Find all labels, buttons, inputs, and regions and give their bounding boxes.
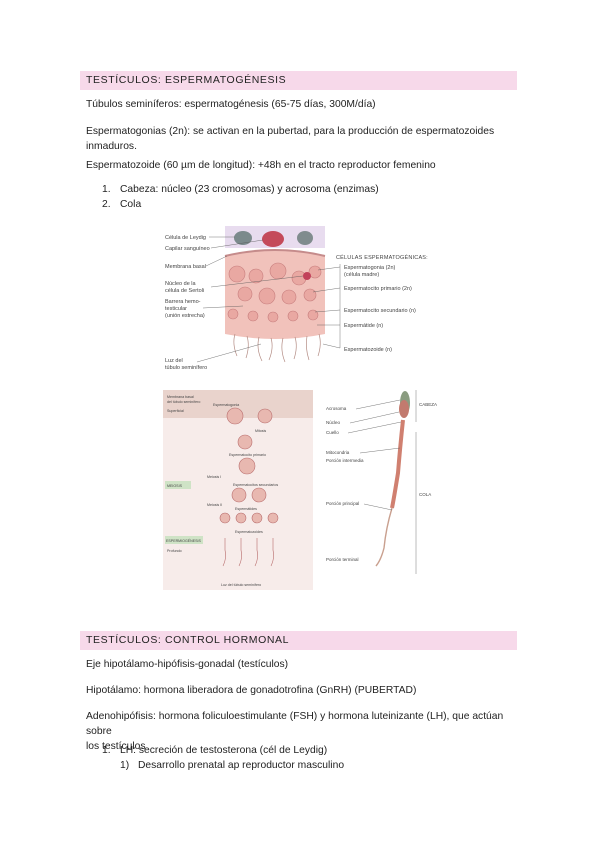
label-cola: COLA [419,492,431,497]
paragraph-hipotalamo: Hipotálamo: hormona liberadora de gonado… [86,685,417,696]
sperm-tails [233,333,321,363]
label-celulas-title: CÉLULAS ESPERMATOGÉNICAS: [336,254,428,261]
label-esp-primario: Espermatocito primario (2n) [344,286,412,292]
list-number: 1. [102,745,111,756]
label-espermiogenesis: ESPERMIOGÉNESIS [166,538,202,543]
label-sertoli: célula de Sertoli [165,288,204,294]
paragraph-line: los testículos [86,741,146,752]
label-meiosis-2: Meiosis II [207,503,222,507]
label-porcion-terminal: Porción terminal [326,557,359,562]
label-porcion-intermedia: Porción intermedia [326,458,364,463]
spermatozoon-diagram: Acrosoma Núcleo Cuello Mitocondria Porci… [326,390,437,574]
label-superficial: Superficial [167,409,184,413]
cells [219,407,279,524]
label-nucleo: Núcleo [326,420,341,425]
spermatogenesis-sequence-diagram: Membrana basal del túbulo seminífero Sup… [163,390,313,590]
list-number: 1. [102,184,111,195]
label-celula-madre: (célula madre) [344,272,379,278]
seminiferous-tubule-diagram: Célula de Leydig Capilar sanguíneo Membr… [165,226,428,371]
list-text: Desarrollo prenatal ap reproductor mascu… [138,760,345,771]
label-meiosis-1: Meiosis I [207,475,221,479]
leader-lines-right [312,266,341,349]
list-text: LH: secreción de testosterona (cél de Le… [120,745,328,756]
paragraph-eje: Eje hipotálamo-hipófisis-gonadal (testíc… [86,659,289,670]
label-leydig: Célula de Leydig [165,235,206,241]
label-esp-secundarios: Espermatocitos secundarios [233,483,278,487]
label-testicular: testicular [165,306,187,312]
paragraph-espermatogonias: Espermatogonias (2n): se activan en la p… [86,124,516,154]
label-esp-primario: Espermatocito primario [229,453,266,457]
label-espermatozoides: Espermatozoides [235,530,263,534]
meiosis-tag [165,481,191,489]
label-tubulo: túbulo seminífero [165,365,207,371]
espermiogenesis-tag [165,536,203,544]
list-item: 2. Cola [102,198,502,212]
label-espermatozoide: Espermatozoide (n) [344,347,392,353]
list-number: 2. [102,199,111,210]
basal-membrane [224,249,326,257]
label-tubulo: del túbulo seminífero [167,400,200,404]
label-meiosis: MEIOSIS [167,484,183,488]
label-capilar: Capilar sanguíneo [165,246,210,252]
leydig-cell [234,231,252,245]
label-cabeza: CABEZA [419,402,437,407]
label-esp-secundario: Espermatocito secundario (n) [344,308,416,314]
list-item: 1. LH: secreción de testosterona (cél de … [102,744,502,758]
label-union: (unión estrecha) [165,313,205,319]
label-espermatogonia: Espermatogonia [213,403,239,407]
paragraph-line: Espermatogonias (2n): se activan en la p… [86,126,495,137]
label-espermatide: Espermátide (n) [344,323,383,329]
sperm [222,538,274,567]
paragraph-line: inmaduros. [86,141,137,152]
paragraph-adenohipofisis: Adenohipófisis: hormona foliculoestimula… [86,709,516,754]
sperm-nucleus [399,400,409,418]
section-heading-control-hormonal: TESTÍCULOS: CONTROL HORMONAL [80,631,517,650]
sublist-item: 1) Desarrollo prenatal ap reproductor mas… [120,759,520,773]
paragraph-espermatozoide: Espermatozoide (60 µm de longitud): +48h… [86,160,436,171]
list-number: 1) [120,760,130,771]
leydig-cell [297,231,313,245]
label-acrosoma: Acrosoma [326,406,347,411]
label-profundo: Profundo [167,549,182,553]
leader-lines-left [196,236,304,363]
list-text: Cola [120,199,142,210]
section-heading-espermatogenesis: TESTÍCULOS: ESPERMATOGÉNESIS [80,71,517,90]
label-luz: Luz del túbulo seminífero [221,583,261,587]
germ-cells [227,262,322,323]
sertoli-nucleus [303,272,311,280]
label-espermatogonia: Espermatogonia (2n) [344,265,396,271]
sperm-tail [375,507,393,567]
label-cuello: Cuello [326,430,339,435]
label-mitocondria: Mitocondria [326,450,350,455]
label-nucleo: Núcleo de la [165,281,197,287]
leader-lines [347,399,402,511]
sperm-midpiece [390,419,405,509]
label-mitosis: Mitosis [255,429,266,433]
paragraph-tubulos: Túbulos seminíferos: espermatogénesis (6… [86,99,376,110]
label-membrana-basal: Membrana basal [165,264,206,270]
list-item: 1. Cabeza: núcleo (23 cromosomas) y acros… [102,183,502,197]
list-text: Cabeza: núcleo (23 cromosomas) y acrosom… [120,184,379,195]
label-porcion-principal: Porción principal [326,501,359,506]
label-barrera: Barrera hemo- [165,299,201,305]
paragraph-line: Adenohipófisis: hormona foliculoestimula… [86,711,504,737]
label-espermatides: Espermátides [235,507,257,511]
blood-capillary [262,231,284,247]
label-membrana-basal: Membrana basal [167,395,194,399]
label-luz: Luz del [165,358,183,364]
